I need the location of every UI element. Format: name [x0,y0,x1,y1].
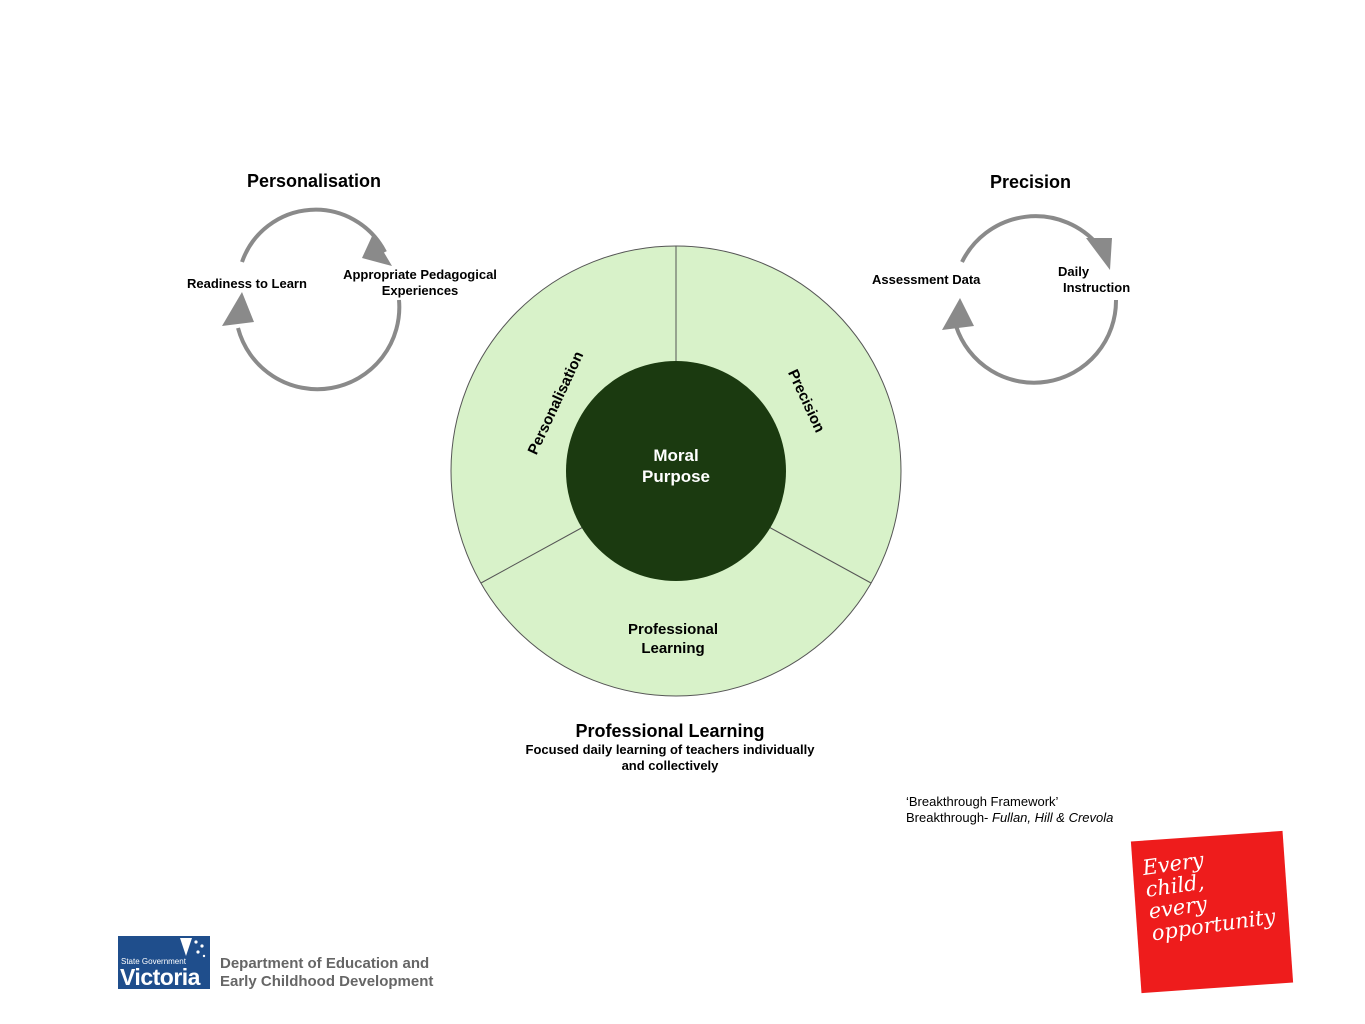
arrowhead-bottom [942,298,974,330]
victoria-logo: State Government Victoria [118,936,210,990]
arrowhead-top [362,234,392,266]
logo-name: Victoria [120,964,200,990]
moral-purpose-circle [566,361,786,581]
citation-line2: Breakthrough- Fullan, Hill & Crevola [906,810,1114,825]
department-name: Department of Education and Early Childh… [220,955,433,991]
slogan-badge: Every child, every opportunity [1130,830,1294,994]
label-line: Experiences [381,283,459,298]
dept-line: Early Childhood Development [220,973,434,990]
cycle-arrow-top [240,207,387,263]
label-line: Daily [1058,264,1090,279]
personalisation-title: Personalisation [247,171,382,191]
cycle-arrow-bottom [236,299,402,392]
citation: ‘Breakthrough Framework’ Breakthrough- F… [906,794,1113,826]
divider-left [480,525,586,584]
precision-title: Precision [990,172,1072,192]
dept-line: Department of Education and [220,955,430,972]
center-text-line1: Moral [653,446,698,465]
center-text-line2: Purpose [642,467,710,486]
slogan-text: Every child, every opportunity [1141,840,1277,946]
arrowhead-bottom [222,292,254,326]
logo-state-text: State Government [121,957,186,966]
cycle-arrow-bottom [954,299,1119,385]
assessment-data-label: Assessment Data [872,272,981,287]
segment-professional-line1: Professional [628,621,718,638]
caption-line2: and collectively [621,758,719,773]
cycle-arrow-top [960,214,1100,263]
professional-learning-caption: Professional Learning Focused daily lear… [470,720,870,774]
personalisation-cycle-arrows [222,207,402,392]
daily-instruction-label: Daily Instruction [1058,264,1130,296]
readiness-to-learn-label: Readiness to Learn [187,276,307,291]
precision-cycle-arrows [942,214,1119,385]
citation-line1: ‘Breakthrough Framework’ [906,794,1059,809]
divider-right [766,525,872,584]
appropriate-pedagogical-label: Appropriate Pedagogical Experiences [336,267,504,299]
victoria-stars-icon [180,938,206,958]
label-line: Appropriate Pedagogical [343,267,497,282]
breakthrough-wheel: Moral Purpose Personalisation Precision … [450,245,902,697]
caption-title: Professional Learning [575,721,765,741]
label-line: Instruction [1063,280,1131,295]
arrowhead-top [1086,238,1112,270]
segment-professional-line2: Learning [641,640,704,657]
caption-line1: Focused daily learning of teachers indiv… [525,742,815,757]
